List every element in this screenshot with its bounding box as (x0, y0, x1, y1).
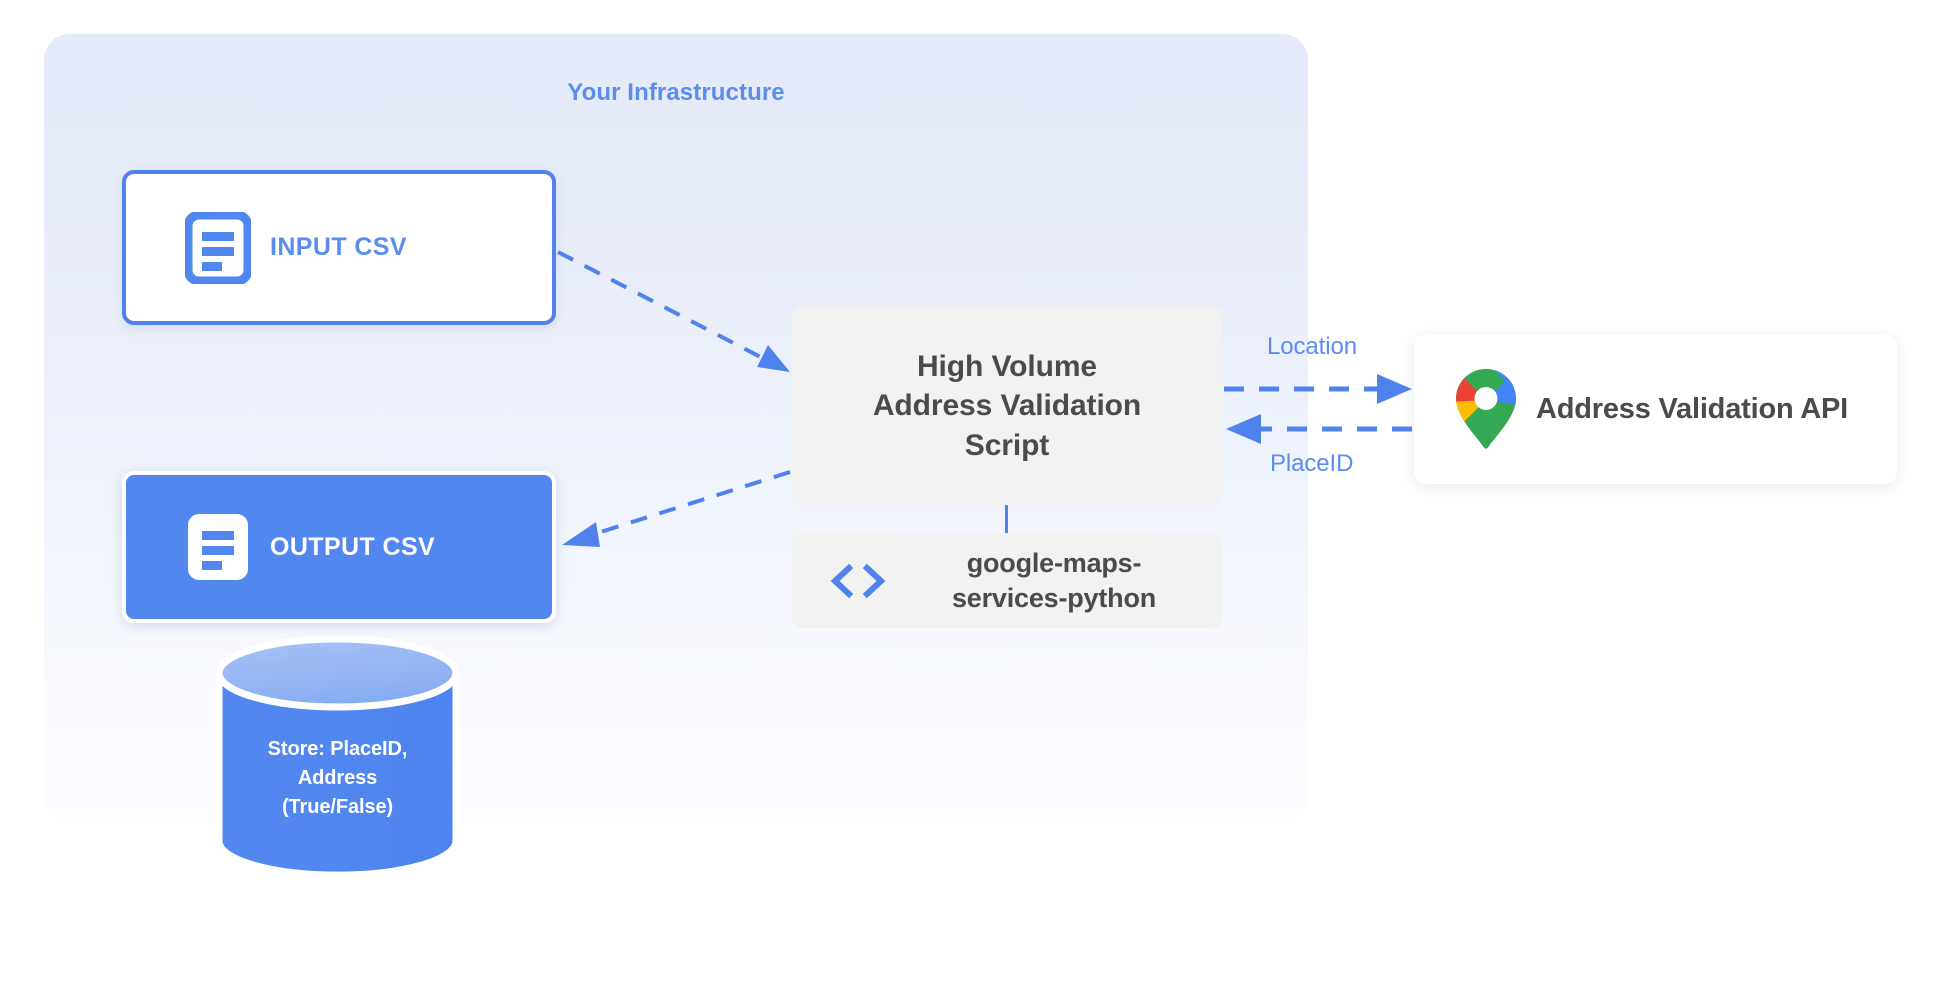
node-address-validation-api-label: Address Validation API (1536, 392, 1848, 425)
node-validation-script-label: High Volume Address Validation Script (873, 347, 1141, 465)
script-library-connector (1005, 505, 1008, 535)
node-database[interactable]: Store: PlaceID, Address (True/False) (213, 635, 462, 879)
node-address-validation-api[interactable]: Address Validation API (1414, 334, 1897, 484)
document-icon (178, 511, 258, 583)
library-line-1: google-maps- (966, 548, 1142, 579)
edge-label-location: Location (1267, 333, 1357, 360)
node-client-library[interactable]: google-maps- services-python (792, 533, 1222, 628)
document-icon (178, 211, 258, 284)
node-client-library-label: google-maps- services-python (900, 546, 1208, 615)
node-validation-script[interactable]: High Volume Address Validation Script (792, 306, 1222, 506)
script-line-1: High Volume (916, 350, 1097, 384)
script-line-2: Address Validation (872, 389, 1142, 423)
infrastructure-panel-title: Your Infrastructure (567, 79, 785, 106)
script-line-3: Script (964, 428, 1050, 462)
node-output-csv[interactable]: OUTPUT CSV (122, 471, 556, 623)
code-icon (816, 563, 900, 599)
node-input-csv-label: INPUT CSV (270, 233, 407, 261)
edge-label-placeid: PlaceID (1270, 450, 1354, 477)
node-output-csv-label: OUTPUT CSV (270, 532, 436, 561)
node-input-csv[interactable]: INPUT CSV (122, 170, 556, 325)
google-maps-pin-icon (1450, 368, 1522, 450)
library-line-2: services-python (951, 582, 1157, 613)
